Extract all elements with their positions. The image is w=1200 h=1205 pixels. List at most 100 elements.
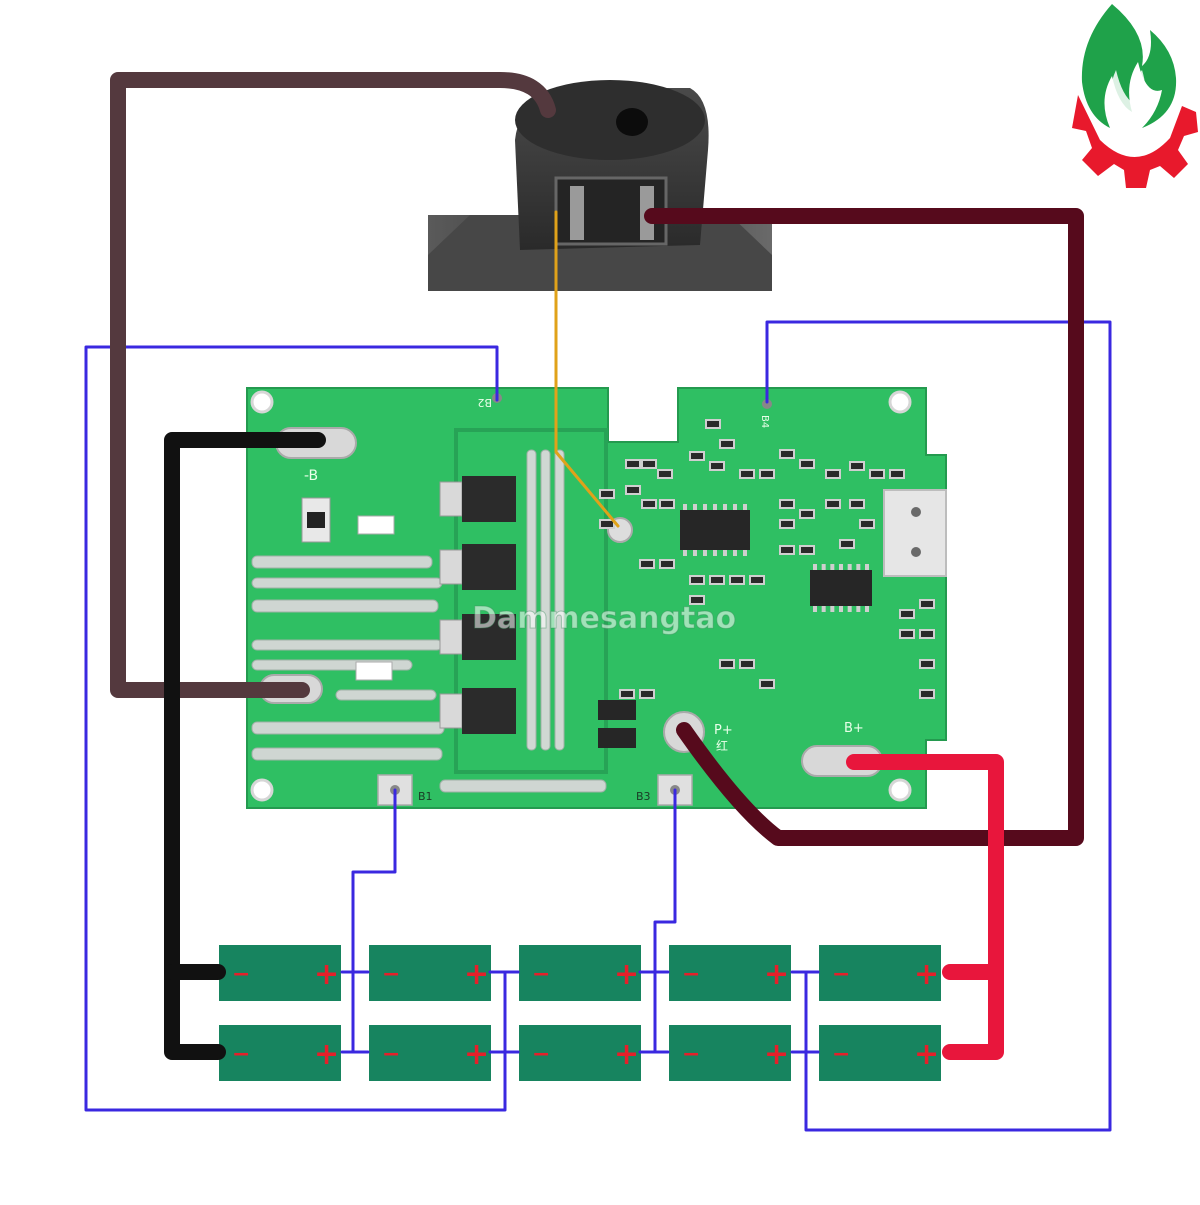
wire-balance-b3 [653, 788, 677, 1054]
battery-cell: −+ [667, 1023, 793, 1083]
smd-resistor [779, 519, 795, 529]
wire-connector-positive [644, 208, 1084, 846]
ic-chip [810, 570, 872, 606]
pad-label-b4: B4 [759, 415, 770, 428]
pad-label-b3: B3 [636, 790, 651, 803]
cell-body [817, 1023, 943, 1083]
pcb-track [251, 577, 443, 589]
cell-negative-label: − [682, 962, 700, 987]
smd-resistor [839, 539, 855, 549]
cell-body [517, 1023, 643, 1083]
cell-negative-label: − [232, 1042, 250, 1067]
smd-chip [598, 700, 636, 720]
cell-positive-label: + [914, 1037, 939, 1072]
cell-body [667, 1023, 793, 1083]
smd-resistor [799, 545, 815, 555]
mosfets [439, 476, 516, 734]
wire-connector-negative [110, 72, 556, 698]
mosfet-tab [439, 481, 463, 517]
mounting-hole [250, 390, 274, 414]
mosfet [462, 614, 516, 660]
cell-body [367, 943, 493, 1003]
pcb-track [439, 779, 607, 793]
mosfet-tab [439, 693, 463, 729]
battery-cell: −+ [217, 1023, 343, 1083]
smd-resistor [899, 629, 915, 639]
smd-resistor [889, 469, 905, 479]
pcb-side-connector [883, 489, 947, 577]
smd-resistor [825, 499, 841, 509]
smd-resistor [729, 575, 745, 585]
cell-body [367, 1023, 493, 1083]
wire-balance-b1 [351, 788, 397, 1054]
pcb-bus-bar [540, 449, 551, 751]
smd-resistor [689, 451, 705, 461]
cell-positive-label: + [314, 1037, 339, 1072]
wire-negative-main [164, 432, 326, 1060]
smd-resistor [749, 575, 765, 585]
cell-negative-label: − [532, 962, 550, 987]
smd-resistor [899, 609, 915, 619]
smd-resistor [759, 469, 775, 479]
pad-label-b-plus: B+ [844, 721, 864, 736]
battery-cell: −+ [367, 943, 493, 1003]
pad-label-b1: B1 [418, 790, 433, 803]
battery-cell: −+ [817, 1023, 943, 1083]
pcb-track [251, 599, 439, 613]
mounting-hole [888, 778, 912, 802]
pcb-bus-bar [554, 449, 565, 751]
mosfet [462, 476, 516, 522]
cell-negative-label: − [232, 962, 250, 987]
cell-negative-label: − [532, 1042, 550, 1067]
smd-resistor [709, 461, 725, 471]
smd-resistor [919, 659, 935, 669]
pcb-track [251, 639, 443, 651]
smd-resistor [859, 519, 875, 529]
smd-resistor [641, 499, 657, 509]
smd-resistor [659, 559, 675, 569]
logo-flame-inner-shape [1110, 70, 1146, 118]
smd-resistor [759, 679, 775, 689]
pcb-track [335, 689, 437, 701]
cell-body [817, 943, 943, 1003]
smd-resistor [599, 519, 615, 529]
smd-resistor [919, 599, 935, 609]
smd-resistor [919, 629, 935, 639]
smd-resistor [825, 469, 841, 479]
smd-resistor [641, 459, 657, 469]
smd-resistor [799, 509, 815, 519]
pcb-track [251, 747, 443, 761]
flame-gear-logo-icon [1072, 4, 1198, 188]
cell-positive-label: + [764, 957, 789, 992]
smd-resistor [689, 595, 705, 605]
cell-negative-label: − [832, 1042, 850, 1067]
mosfet-tab [439, 549, 463, 585]
mosfet-tab [439, 619, 463, 655]
smd-resistor [739, 659, 755, 669]
cell-positive-label: + [464, 1037, 489, 1072]
mounting-hole [250, 778, 274, 802]
smd-resistor [719, 439, 735, 449]
smd-resistor [799, 459, 815, 469]
mosfet [462, 544, 516, 590]
smd-components [599, 419, 935, 699]
pcb-label-box [357, 515, 395, 535]
pad-label-p-plus-cn: 红 [716, 738, 728, 753]
smd-resistor [869, 469, 885, 479]
smd-resistor [919, 689, 935, 699]
cell-body [667, 943, 793, 1003]
battery-cell: −+ [817, 943, 943, 1003]
cell-positive-label: + [764, 1037, 789, 1072]
smd-resistor [625, 485, 641, 495]
battery-cells: −+−+−+−+−+−+−+−+−+−+ [217, 943, 943, 1083]
cell-negative-label: − [382, 1042, 400, 1067]
smd-chip [598, 728, 636, 748]
cell-positive-label: + [614, 1037, 639, 1072]
mosfet [462, 688, 516, 734]
smd-resistor [779, 499, 795, 509]
cell-negative-label: − [382, 962, 400, 987]
smd-resistor [779, 545, 795, 555]
cell-positive-label: + [464, 957, 489, 992]
